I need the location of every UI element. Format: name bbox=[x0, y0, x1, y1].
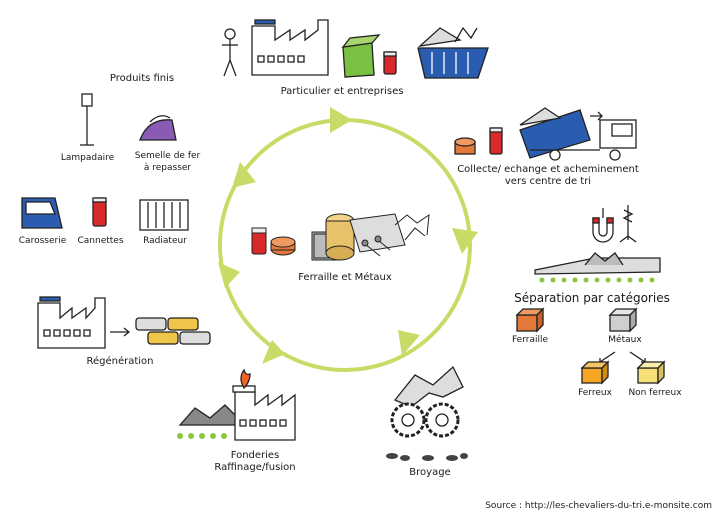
label-fonderies-line1: Fonderies bbox=[230, 450, 280, 461]
scrap-cube-icon bbox=[636, 360, 666, 385]
cycle-ring bbox=[218, 107, 478, 372]
radiator-icon bbox=[139, 199, 189, 231]
label-semelle-line1: Semelle de fer bbox=[134, 151, 201, 161]
label-carosserie: Carosserie bbox=[18, 236, 67, 246]
label-fonderies-line2: Raffinage/fusion bbox=[214, 462, 296, 473]
scrap-cube-icon bbox=[515, 307, 545, 333]
center-label: Ferraille et Métaux bbox=[298, 272, 392, 283]
can-icon bbox=[489, 127, 503, 155]
label-lampadaire: Lampadaire bbox=[60, 153, 115, 163]
scrap-cube-icon bbox=[580, 360, 610, 385]
label-radiateur: Radiateur bbox=[143, 236, 187, 246]
split-arrow-icon bbox=[599, 351, 646, 363]
separation-illustration bbox=[515, 205, 666, 385]
person-icon bbox=[222, 28, 238, 77]
street-lamp-icon bbox=[80, 93, 94, 146]
cycle-arrow-icon bbox=[330, 107, 352, 133]
factory-icon bbox=[37, 296, 106, 349]
label-particulier: Particulier et entreprises bbox=[280, 86, 404, 97]
green-bin-icon bbox=[341, 34, 381, 78]
conveyor-icon bbox=[534, 252, 661, 283]
factory-icon bbox=[251, 19, 329, 76]
regeneration-illustration bbox=[37, 296, 211, 349]
claw-icon bbox=[619, 205, 637, 243]
label-collecte-line1: Collecte/ echange et acheminement bbox=[457, 164, 639, 175]
label-ferraille: Ferraille bbox=[511, 335, 549, 345]
cycle-arrow-icon bbox=[218, 262, 240, 288]
copper-pipe-icon bbox=[454, 137, 476, 155]
shredder-gears-icon bbox=[386, 365, 468, 461]
can-icon bbox=[383, 51, 397, 75]
label-metaux: Métaux bbox=[608, 335, 642, 345]
scrap-pile-icon bbox=[251, 213, 430, 261]
ingot-stack-icon bbox=[135, 317, 211, 345]
label-regeneration: Régénération bbox=[86, 356, 154, 367]
collecte-illustration bbox=[454, 107, 637, 161]
scrap-cube-icon bbox=[608, 307, 638, 333]
cycle-arrow-icon bbox=[398, 330, 420, 356]
magnet-icon bbox=[592, 208, 614, 243]
label-semelle-line2: à repasser bbox=[143, 163, 192, 173]
label-non-ferreux: Non ferreux bbox=[628, 388, 682, 398]
finished-products bbox=[21, 93, 189, 231]
car-door-icon bbox=[21, 197, 63, 229]
truck-icon bbox=[519, 107, 637, 161]
can-icon bbox=[92, 197, 107, 227]
cycle-arrow-icon bbox=[452, 228, 478, 254]
cycle-arrow-icon bbox=[262, 340, 285, 364]
source-credit: Source : http://les-chevaliers-du-tri.e-… bbox=[485, 501, 712, 511]
label-ferreux: Ferreux bbox=[578, 388, 612, 398]
label-collecte-line2: vers centre de tri bbox=[504, 176, 592, 187]
furnace-factory-icon bbox=[177, 368, 296, 441]
cycle-arrow-icon bbox=[232, 162, 256, 188]
particulier-illustration bbox=[222, 19, 489, 79]
iron-icon bbox=[139, 115, 177, 141]
blue-container-icon bbox=[417, 26, 489, 79]
label-cannettes: Cannettes bbox=[77, 236, 124, 246]
arrow-icon bbox=[110, 327, 131, 337]
label-broyage: Broyage bbox=[409, 467, 451, 478]
produits-finis-title: Produits finis bbox=[109, 73, 175, 84]
label-separation: Séparation par catégories bbox=[514, 291, 670, 305]
